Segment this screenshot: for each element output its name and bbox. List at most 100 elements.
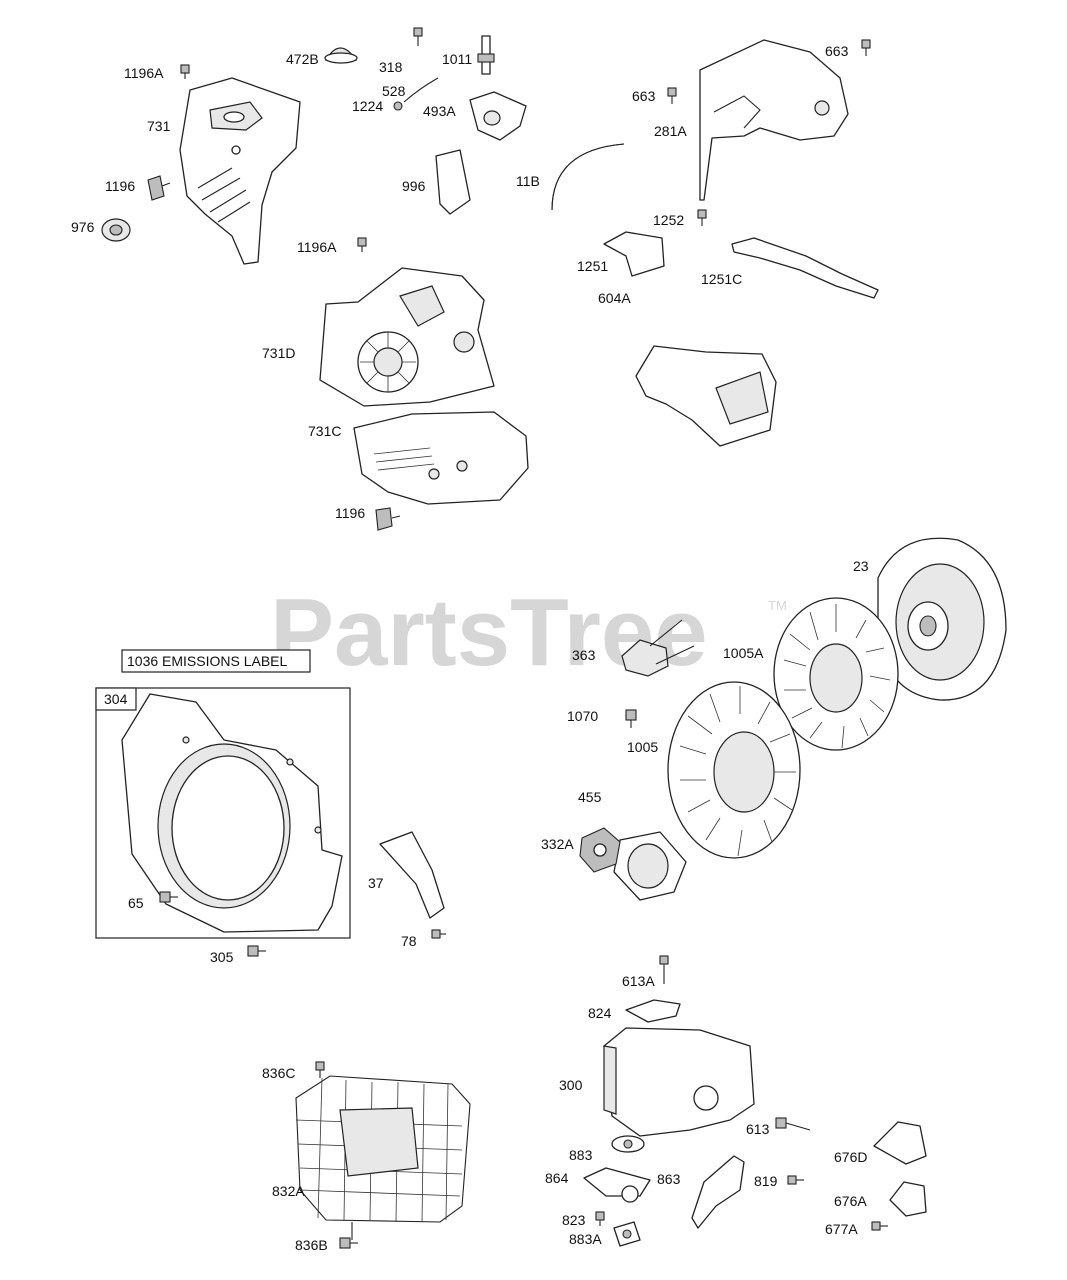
part-663-screw-top[interactable] <box>861 39 871 56</box>
part-528-hose[interactable] <box>403 77 439 103</box>
callout-823: 823 <box>562 1212 586 1228</box>
part-281A-cover[interactable] <box>699 39 849 201</box>
part-1251C-strip[interactable] <box>731 237 879 299</box>
callout-996: 996 <box>402 178 426 194</box>
part-1224-clamp[interactable] <box>393 101 403 111</box>
part-823-screw[interactable] <box>595 1211 605 1226</box>
part-305-screw[interactable] <box>247 945 266 957</box>
part-300-muffler[interactable] <box>603 1027 755 1137</box>
part-613-bolt[interactable] <box>775 1117 811 1131</box>
callout-1196A: 1196A <box>124 65 164 81</box>
part-883-gasket[interactable] <box>611 1135 645 1153</box>
part-1196-knob-lower[interactable] <box>375 507 401 531</box>
callout-676A: 676A <box>834 1193 867 1209</box>
callout-23: 23 <box>853 558 869 574</box>
part-863-bracket[interactable] <box>691 1155 745 1229</box>
callout-1251C: 1251C <box>701 271 742 287</box>
part-78-screw[interactable] <box>431 929 446 939</box>
callout-663-top: 663 <box>825 43 849 59</box>
part-876-deflector-D[interactable] <box>873 1121 927 1165</box>
part-976-grommet[interactable] <box>101 218 131 242</box>
callout-832A: 832A <box>272 1183 305 1199</box>
part-1005-fan[interactable] <box>667 681 801 859</box>
part-1070-screw[interactable] <box>625 709 637 728</box>
callout-1070: 1070 <box>567 708 598 724</box>
callout-528: 528 <box>382 83 406 99</box>
part-731-shroud[interactable] <box>179 77 301 265</box>
callout-65: 65 <box>128 895 144 911</box>
group-304-box: 304 <box>95 687 351 939</box>
callout-731D: 731D <box>262 345 295 361</box>
callout-836B: 836B <box>295 1237 328 1253</box>
callout-883: 883 <box>569 1147 593 1163</box>
callout-1196A-mid: 1196A <box>297 239 337 255</box>
callout-1005: 1005 <box>627 739 658 755</box>
callout-731: 731 <box>147 118 171 134</box>
callout-11B: 11B <box>516 173 540 189</box>
part-1011-fitting[interactable] <box>477 35 495 75</box>
callout-493A: 493A <box>423 103 456 119</box>
callout-819: 819 <box>754 1173 778 1189</box>
part-1196A-screw-mid[interactable] <box>357 237 367 252</box>
callout-663: 663 <box>632 88 656 104</box>
callout-864: 864 <box>545 1170 569 1186</box>
callout-78: 78 <box>401 933 417 949</box>
callout-613A: 613A <box>622 973 655 989</box>
callout-1251: 1251 <box>577 258 608 274</box>
part-37-baffle[interactable] <box>379 831 445 919</box>
part-677A-screw[interactable] <box>871 1221 888 1231</box>
callout-455: 455 <box>578 789 602 805</box>
part-363-bracket[interactable] <box>621 619 695 677</box>
callout-318: 318 <box>379 59 403 75</box>
part-731C-cover[interactable] <box>353 411 529 505</box>
part-883A-flange[interactable] <box>613 1185 641 1247</box>
emissions-label-box: 1036 EMISSIONS LABEL <box>121 649 311 673</box>
part-832A-wire-guard[interactable] <box>295 1075 471 1240</box>
watermark-trademark: TM <box>768 598 787 613</box>
part-1196-knob[interactable] <box>147 175 171 201</box>
callout-824: 824 <box>588 1005 612 1021</box>
part-23-flywheel[interactable] <box>877 537 1007 701</box>
part-731D-fan-housing[interactable] <box>319 267 495 407</box>
callout-332A: 332A <box>541 836 574 852</box>
part-819-screw[interactable] <box>787 1175 804 1185</box>
part-1251-plate[interactable] <box>603 231 665 277</box>
part-493A-bracket[interactable] <box>469 91 527 141</box>
callout-37: 37 <box>368 875 384 891</box>
callout-976: 976 <box>71 219 95 235</box>
group-304-label: 304 <box>104 691 128 707</box>
callout-676D: 676D <box>834 1149 867 1165</box>
part-663-screw[interactable] <box>667 87 677 104</box>
part-676A-deflector[interactable] <box>889 1181 927 1217</box>
callout-300: 300 <box>559 1077 583 1093</box>
part-332A-nut[interactable] <box>579 827 621 873</box>
part-472B-cap[interactable] <box>324 47 358 64</box>
part-318-screw[interactable] <box>413 27 423 46</box>
callout-1252: 1252 <box>653 212 684 228</box>
part-996-plate[interactable] <box>435 149 471 215</box>
part-836B-screw[interactable] <box>339 1237 358 1249</box>
part-65-screw[interactable] <box>159 891 178 903</box>
part-613A-screw[interactable] <box>659 955 669 984</box>
part-836C-screw[interactable] <box>315 1061 325 1078</box>
part-11B-tube[interactable] <box>551 143 625 211</box>
part-455-hub[interactable] <box>613 831 687 901</box>
callout-281A: 281A <box>654 123 687 139</box>
callout-1196: 1196 <box>105 178 135 194</box>
part-304-blower-housing[interactable] <box>121 693 343 933</box>
callout-883A: 883A <box>569 1231 602 1247</box>
part-1196A-screw[interactable] <box>180 64 190 79</box>
callout-677A: 677A <box>825 1221 858 1237</box>
callout-863: 863 <box>657 1171 681 1187</box>
part-604A-air-guide[interactable] <box>635 345 777 447</box>
callout-1005A: 1005A <box>723 645 764 661</box>
part-1252-screw[interactable] <box>697 209 707 226</box>
callout-472B: 472B <box>286 51 319 67</box>
part-864-plate[interactable] <box>583 1167 651 1197</box>
part-824-gasket[interactable] <box>625 999 681 1023</box>
part-1005A-fan[interactable] <box>773 597 899 751</box>
callout-604A: 604A <box>598 290 631 306</box>
callout-613: 613 <box>746 1121 770 1137</box>
callout-363: 363 <box>572 647 596 663</box>
